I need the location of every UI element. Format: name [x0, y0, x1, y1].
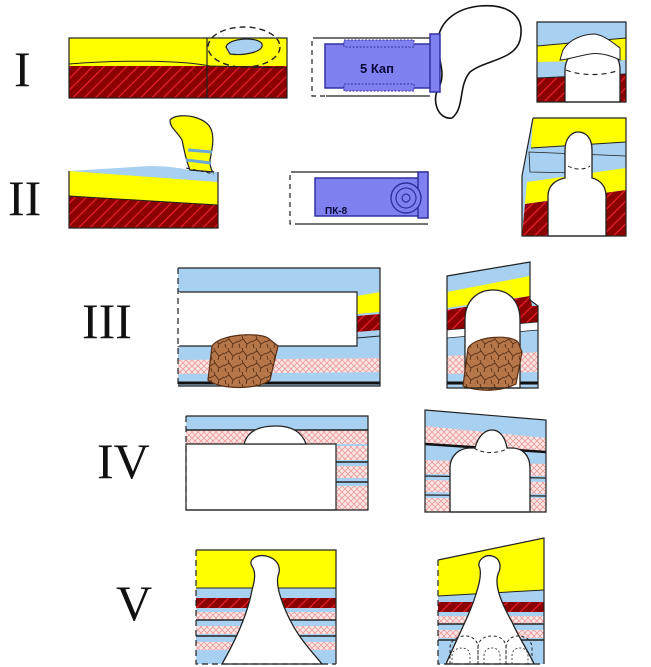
row-label-I: I	[14, 41, 31, 97]
row-III-section-right	[447, 262, 538, 390]
machine-pk-8-label: ПК-8	[325, 206, 348, 217]
row-label-II: II	[8, 170, 41, 226]
row-IV-section-left	[186, 416, 368, 510]
machine-5-kap: 5 Кап	[312, 6, 521, 118]
row-I-section-right	[537, 22, 626, 102]
machine-pk-8: ПК-8	[290, 172, 428, 224]
row-II-section-left	[69, 116, 218, 228]
machine-5-kap-label: 5 Кап	[360, 61, 394, 76]
row-label-IV: IV	[97, 433, 150, 489]
row-IV-section-right	[425, 410, 546, 512]
row-III-section-left	[178, 268, 380, 388]
row-V-section-left	[196, 550, 336, 664]
row-label-III: III	[82, 293, 132, 349]
row-II-section-right	[522, 118, 626, 236]
row-I-section-left	[69, 27, 287, 98]
row-V-section-right	[438, 538, 544, 664]
row-label-V: V	[116, 575, 152, 631]
